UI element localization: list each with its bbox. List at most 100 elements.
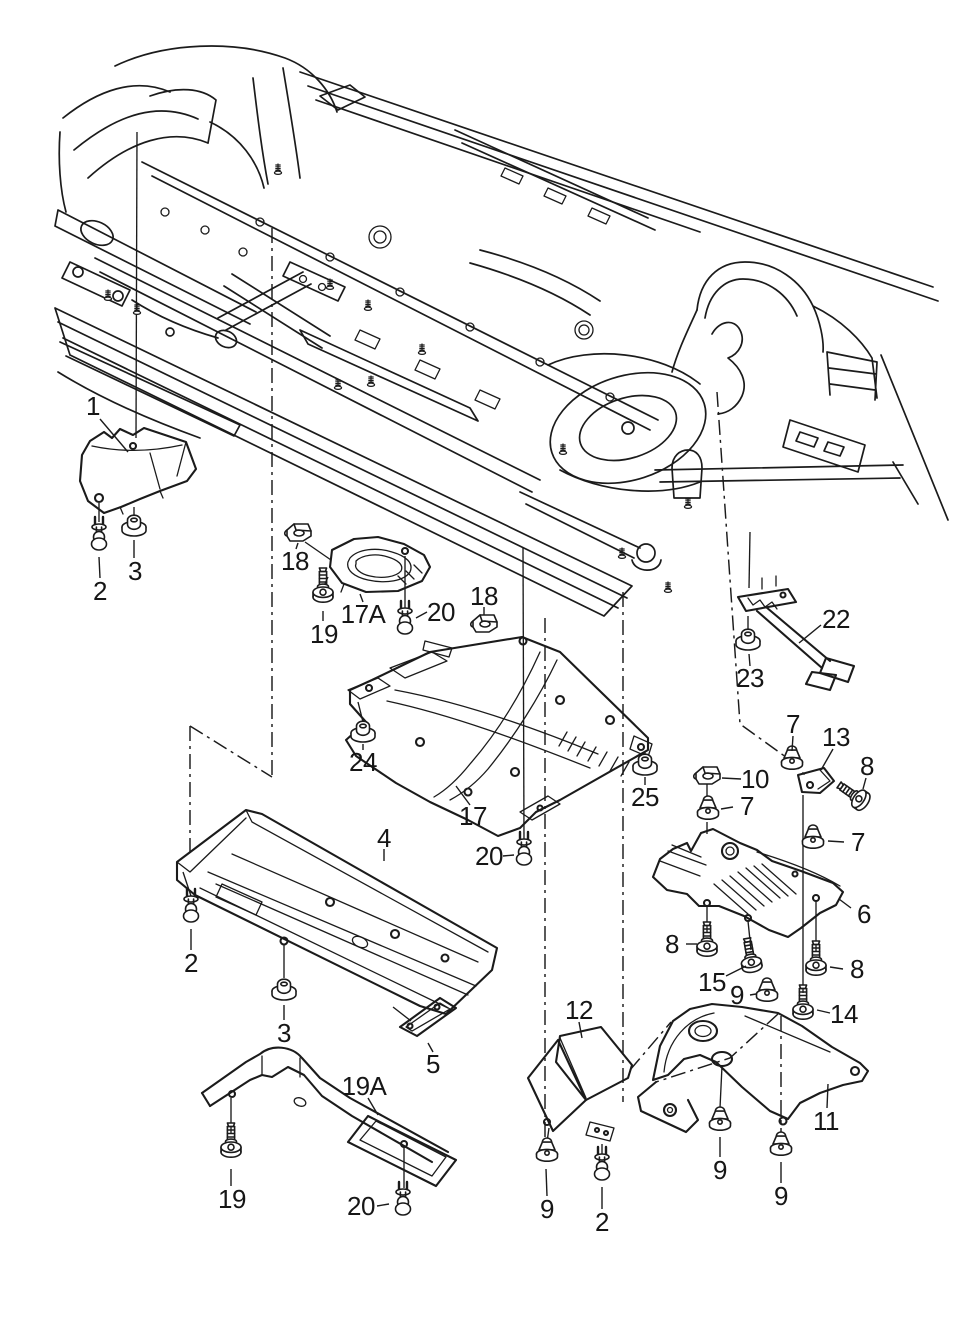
part-callout-label: 25 xyxy=(631,782,659,812)
callout-leader xyxy=(415,611,428,619)
callout-leader xyxy=(99,418,129,453)
part-callout-label: 8 xyxy=(665,929,679,959)
callout-leader xyxy=(829,966,844,970)
callout-leader xyxy=(816,1009,831,1014)
part-callout-label: 23 xyxy=(736,663,764,693)
part-callout-label: 9 xyxy=(730,980,744,1010)
stud-icon xyxy=(363,299,373,312)
floor-holes-and-slots xyxy=(160,167,615,410)
grommet-icon xyxy=(769,1131,793,1156)
part-callout-label: 7 xyxy=(851,827,865,857)
part-callout-label: 22 xyxy=(822,604,850,634)
projection-line-dashed xyxy=(629,1021,672,1071)
part-callout-label: 3 xyxy=(277,1018,291,1048)
callout-leader xyxy=(502,854,515,857)
part-callout-label: 1 xyxy=(86,391,100,421)
callout-leader xyxy=(455,785,471,806)
callout-leader xyxy=(720,806,734,810)
part-callout-label: 8 xyxy=(860,751,874,781)
projection-line xyxy=(392,1006,412,1022)
part-callout-label: 3 xyxy=(128,556,142,586)
grommet-icon xyxy=(755,977,779,1003)
part-callout-label: 20 xyxy=(475,841,503,871)
callout-leader xyxy=(295,542,299,550)
callout-leader xyxy=(367,1097,379,1116)
part-callout-label: 7 xyxy=(740,791,754,821)
part-6-gearbox-skid-plate xyxy=(651,827,845,939)
callout-leader xyxy=(827,840,845,843)
callout-leader xyxy=(826,1083,829,1109)
projection-line-dashed xyxy=(655,1013,779,1083)
part-callout-label: 15 xyxy=(698,967,726,997)
callout-leader xyxy=(376,1203,390,1207)
grommet-icon xyxy=(801,824,825,850)
grommet-icon xyxy=(535,1137,559,1162)
part-callout-label: 4 xyxy=(377,823,391,853)
callout-leader xyxy=(578,1021,583,1039)
callout-leader xyxy=(820,748,834,771)
projection-lines xyxy=(98,131,817,1188)
callout-leader xyxy=(725,965,747,977)
part-callout-label: 24 xyxy=(349,747,377,777)
part-22-support-bracket xyxy=(736,575,856,692)
projection-line xyxy=(135,131,138,439)
exploded-parts xyxy=(78,426,870,1188)
projection-line-dashed xyxy=(189,725,273,778)
part-callout-label: 20 xyxy=(347,1191,375,1221)
part-callout-label: 10 xyxy=(741,764,769,794)
rear-wheel-arch-and-bumper xyxy=(654,261,949,521)
callout-leader xyxy=(791,735,794,752)
part-callout-label: 9 xyxy=(713,1155,727,1185)
part-callout-label: 18 xyxy=(470,581,498,611)
part-13-retainer-bracket xyxy=(796,766,836,795)
part-17A-skid-plate xyxy=(328,535,432,594)
callout-leader xyxy=(798,624,822,644)
part-callout-label: 2 xyxy=(595,1207,609,1237)
grommet-icon xyxy=(708,1106,732,1131)
stud-icon xyxy=(683,497,693,510)
stud-icon xyxy=(366,375,376,388)
stud-icon xyxy=(663,581,673,594)
clip-icon xyxy=(283,523,312,542)
callout-leader xyxy=(359,593,364,603)
part-17-center-underbody-panel xyxy=(344,635,653,838)
projection-line xyxy=(304,541,332,561)
part-callout-label: 12 xyxy=(565,995,593,1025)
part-19A-side-rail-panel xyxy=(200,1046,458,1188)
car-underbody-drawing xyxy=(54,45,949,617)
spare-wheel-well xyxy=(547,352,707,571)
callout-leader xyxy=(427,1042,434,1053)
callout-leader-lines xyxy=(98,418,867,1209)
callout-leader xyxy=(749,993,757,996)
part-callout-label: 20 xyxy=(427,597,455,627)
clip-icon xyxy=(692,766,721,785)
part-callout-label: 19 xyxy=(218,1184,246,1214)
part-12-bracket xyxy=(526,1025,634,1142)
part-callout-label: 13 xyxy=(822,722,850,752)
car-studs xyxy=(103,163,693,594)
sill-and-floor-rails xyxy=(54,71,939,617)
projection-line xyxy=(719,1065,723,1109)
part-callout-label: 8 xyxy=(850,954,864,984)
part-callout-label: 7 xyxy=(786,709,800,739)
stud-icon xyxy=(558,443,568,456)
projection-line xyxy=(182,871,192,897)
rivet-icon xyxy=(394,1180,412,1217)
part-callout-label: 19 xyxy=(310,619,338,649)
part-1-cover xyxy=(78,426,198,515)
callout-leader xyxy=(545,1168,548,1197)
callout-leader xyxy=(862,777,867,790)
stud-icon xyxy=(103,289,113,302)
callout-leader xyxy=(98,556,101,579)
part-callout-label: 17A xyxy=(341,599,387,629)
part-callout-label: 14 xyxy=(830,999,858,1029)
part-callout-label: 17 xyxy=(459,801,487,831)
callout-leader xyxy=(748,653,751,667)
screw-icon xyxy=(832,775,874,814)
part-4-left-underbody-panel xyxy=(175,808,499,1016)
stud-icon xyxy=(417,343,427,356)
part-5-rail xyxy=(398,996,458,1038)
